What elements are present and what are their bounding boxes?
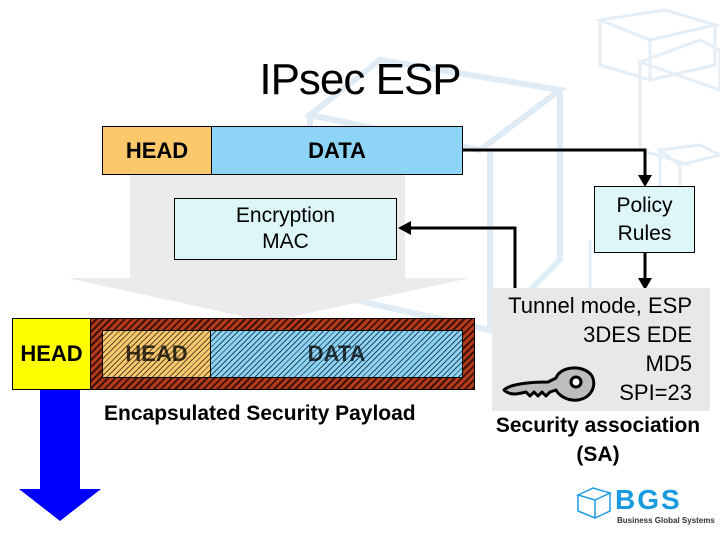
outer-head-label: HEAD [20, 341, 83, 366]
logo-wordmark: BGS [615, 484, 682, 515]
encrypted-head-label: HEAD [125, 341, 188, 366]
encrypted-data-label: DATA [307, 341, 366, 366]
sa-spi: SPI=23 [619, 380, 692, 405]
logo-tagline: Business Global Systems [617, 516, 715, 525]
mac-label: MAC [262, 230, 309, 253]
encrypted-head-segment: HEAD [102, 330, 211, 378]
sa-to-crypto-arrow [408, 226, 517, 288]
rules-label: Rules [617, 221, 672, 245]
sa-cipher: 3DES EDE [583, 322, 692, 347]
arrowhead-sa [638, 278, 652, 290]
policy-label: Policy [616, 193, 673, 217]
encryption-mac-box: Encryption MAC [174, 198, 397, 260]
key-icon [502, 366, 596, 402]
original-head-segment: HEAD [102, 126, 212, 175]
slide-title: IPsec ESP [259, 55, 461, 104]
sa-hash: MD5 [645, 351, 692, 376]
original-data-segment: DATA [211, 126, 463, 175]
esp-caption: Encapsulated Security Payload [104, 402, 416, 425]
sa-panel: Tunnel mode, ESP 3DES EDE MD5 SPI=23 [492, 288, 710, 411]
cube-outline [635, 38, 720, 92]
encryption-label: Encryption [235, 204, 336, 227]
encrypted-data-segment: DATA [210, 330, 463, 378]
arrowhead-crypto [398, 221, 411, 235]
outer-head-segment: HEAD [12, 318, 91, 390]
cube-outline [649, 25, 717, 82]
sa-caption-line1: Security association [495, 414, 701, 437]
sa-caption-line2: (SA) [576, 443, 620, 466]
original-data-label: DATA [308, 137, 366, 163]
data-to-policy-arrow [463, 148, 647, 178]
cube-outline [656, 143, 720, 167]
output-arrow-shape [19, 390, 101, 521]
arrowhead-policy [638, 175, 652, 187]
sa-mode: Tunnel mode, ESP [508, 293, 692, 318]
cube-outline [598, 20, 652, 83]
policy-rules-box: Policy Rules [594, 186, 695, 253]
logo-cube-icon [575, 487, 613, 520]
bgs-logo: BGS Business Global Systems [575, 485, 715, 530]
original-head-label: HEAD [125, 137, 189, 163]
